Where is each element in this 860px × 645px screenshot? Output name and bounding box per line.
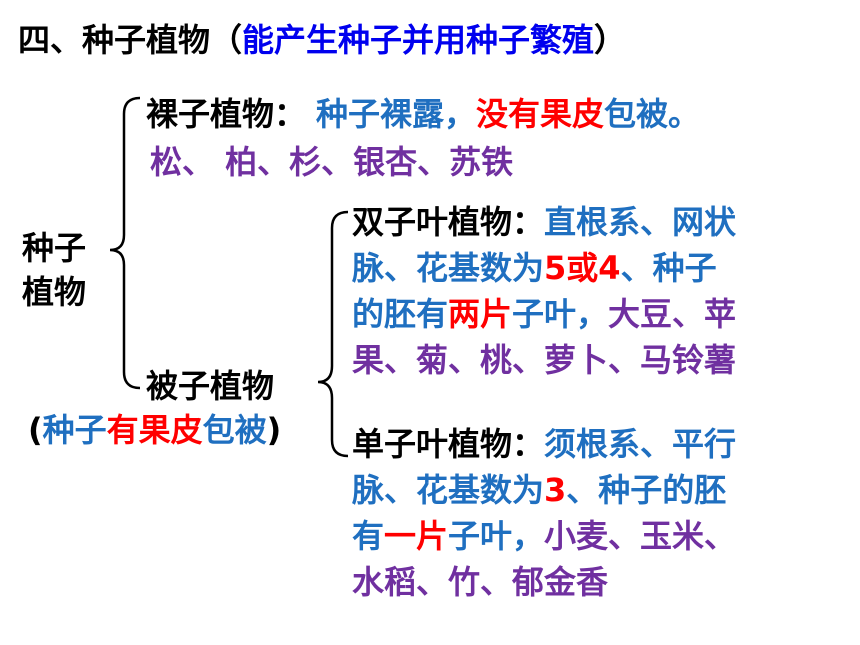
dicot-line2: 脉、花基数为5或4、种子	[352, 252, 717, 284]
sub-brace	[317, 210, 349, 458]
dicot-label: 双子叶植物：	[352, 203, 545, 241]
monocot-line4: 水稻、竹、郁金香	[352, 563, 609, 601]
monocot-l3c: 子叶，	[448, 517, 545, 555]
dicot-l2b: 5或4	[544, 249, 621, 287]
angiosperm-note-a: 种子	[42, 411, 107, 449]
monocot-l2c: 、种子的胚	[566, 471, 727, 509]
monocot-l2a: 脉、花基数为	[352, 471, 545, 509]
dicot-line4: 果、菊、桃、萝卜、马铃薯	[352, 341, 737, 379]
monocot-line3: 有一片子叶，小麦、玉米、	[352, 520, 736, 552]
title-main: 四、种子植物	[18, 21, 211, 59]
gymnosperm-desc-a: 种子裸露，	[316, 95, 477, 133]
angiosperm-note-c: 包被	[202, 411, 267, 449]
monocot-l1: 须根系、平行	[544, 425, 737, 463]
angiosperm-label: 被子植物	[146, 367, 275, 405]
dicot-line1: 双子叶植物：直根系、网状	[352, 206, 736, 238]
monocot-line2: 脉、花基数为3、种子的胚	[352, 474, 726, 506]
title-paren-open: （	[210, 21, 243, 59]
root-label-line2: 植物	[22, 273, 87, 311]
angiosperm-paren-open: (	[28, 411, 43, 449]
dicot-l3a: 的胚有	[352, 295, 449, 333]
monocot-l3a: 有	[352, 517, 385, 555]
monocot-l3b: 一片	[384, 517, 449, 555]
angiosperm-note-b: 有果皮	[106, 411, 203, 449]
dicot-line3: 的胚有两片子叶，大豆、苹	[352, 298, 736, 330]
gymnosperm-row: 裸子植物：种子裸露，没有果皮包被。	[146, 98, 700, 130]
dicot-l1: 直根系、网状	[544, 203, 737, 241]
dicot-l2a: 脉、花基数为	[352, 249, 545, 287]
gymnosperm-desc-c: 包被。	[604, 95, 701, 133]
gymnosperm-examples: 松、 柏、杉、银杏、苏铁	[150, 143, 514, 181]
angiosperm-paren-close: )	[266, 411, 282, 449]
main-brace	[109, 96, 141, 390]
dicot-l3b: 两片	[448, 295, 513, 333]
monocot-label: 单子叶植物：	[352, 425, 545, 463]
dicot-l2c: 、种子	[620, 249, 717, 287]
dicot-l3d: 大豆、苹	[608, 295, 737, 333]
title-note: 能产生种子并用种子繁殖	[242, 21, 595, 59]
title-paren-close: ）	[594, 21, 627, 59]
monocot-line1: 单子叶植物：须根系、平行	[352, 428, 736, 460]
monocot-l3d: 小麦、玉米、	[544, 517, 737, 555]
root-label-line1: 种子	[22, 229, 87, 267]
angiosperm-note: (种子有果皮包被)	[28, 414, 281, 446]
gymnosperm-label: 裸子植物：	[146, 95, 307, 133]
page-title: 四、种子植物（能产生种子并用种子繁殖）	[18, 24, 626, 56]
gymnosperm-desc-b: 没有果皮	[476, 95, 605, 133]
monocot-l2b: 3	[544, 471, 567, 509]
dicot-l3c: 子叶，	[512, 295, 609, 333]
